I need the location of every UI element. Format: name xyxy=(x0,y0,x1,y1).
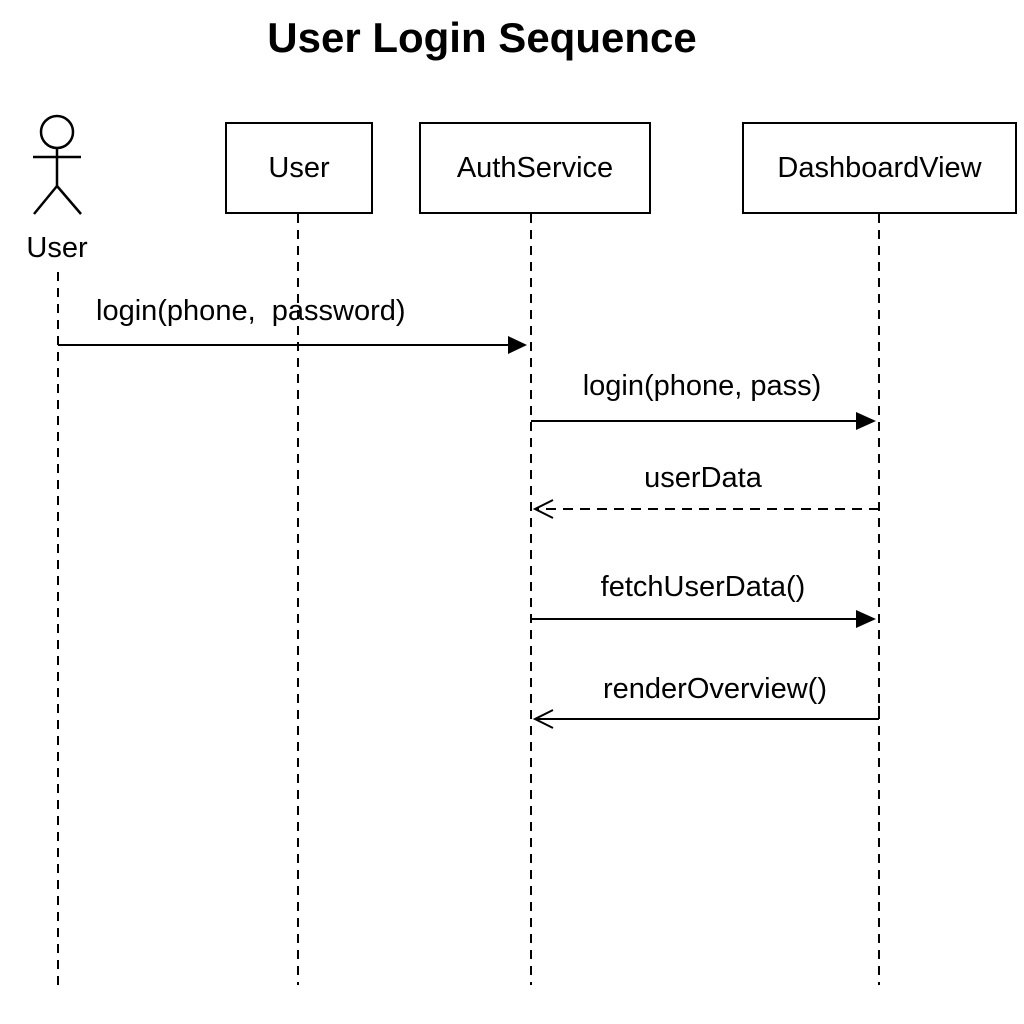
participant-user: User xyxy=(225,122,373,214)
message-label-3: userData xyxy=(644,462,762,494)
message-arrow-4 xyxy=(531,610,876,628)
actor-label: User xyxy=(26,232,88,264)
participant-dashboardview-label: DashboardView xyxy=(777,151,982,184)
participant-user-label: User xyxy=(268,151,330,184)
message-label-2: login(phone, pass) xyxy=(582,370,822,402)
message-arrow-5 xyxy=(532,706,880,729)
message-arrow-2 xyxy=(531,412,876,430)
diagram-title: User Login Sequence xyxy=(267,14,697,61)
participant-dashboardview: DashboardView xyxy=(742,122,1017,214)
message-label-1: login(phone, password) xyxy=(96,295,406,327)
message-label-5: renderOverview() xyxy=(603,673,827,705)
message-label-4: fetchUserData() xyxy=(600,571,806,603)
message-arrow-1 xyxy=(58,336,527,354)
message-arrow-3 xyxy=(532,499,879,519)
participant-authservice-label: AuthService xyxy=(456,151,614,184)
participant-authservice: AuthService xyxy=(419,122,651,214)
actor-figure-icon xyxy=(33,114,82,215)
